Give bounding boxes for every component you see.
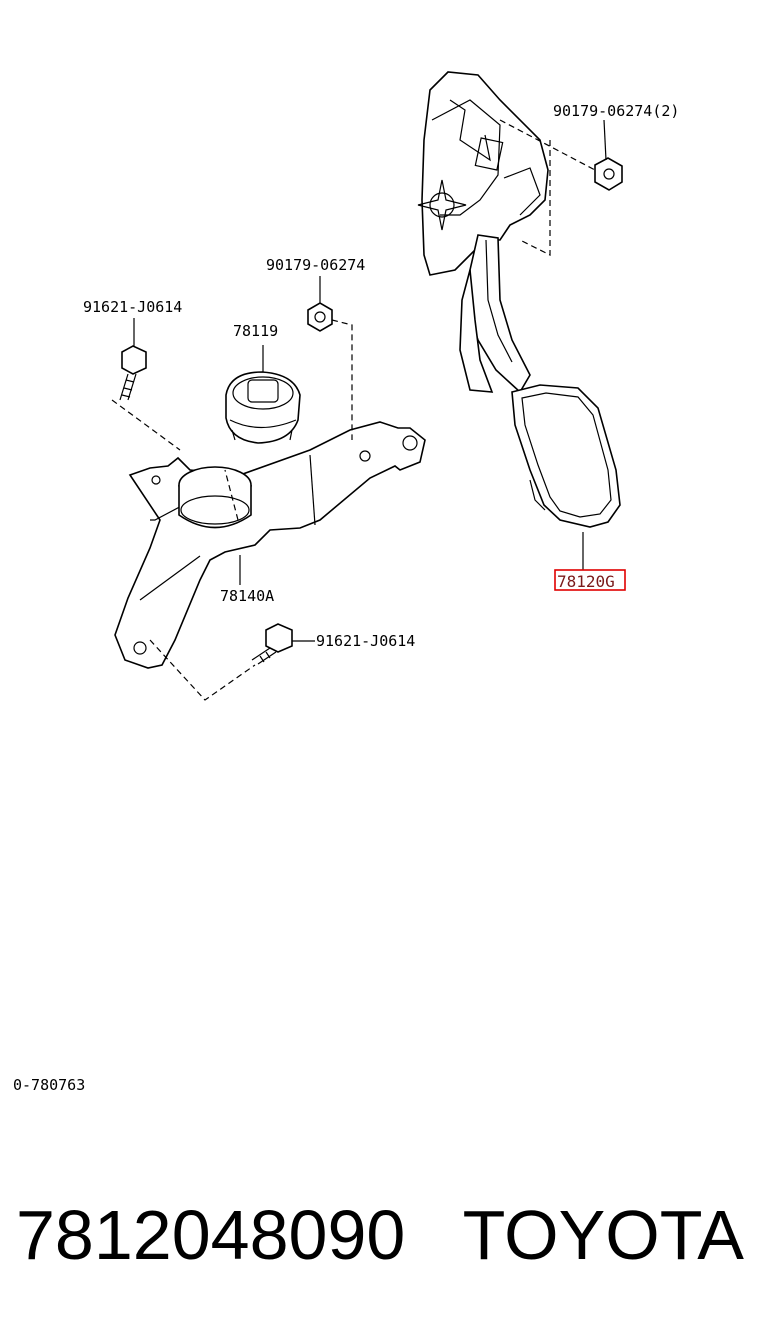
brand-name: TOYOTA [462,1196,744,1274]
bolt-icon [251,623,293,665]
nut-icon [307,302,333,332]
bolt-bottom-label: 91621-J0614 [316,632,415,650]
stopper-label: 78119 [233,322,278,340]
stopper-drawing [225,371,301,444]
nut-left-label: 90179-06274 [266,256,365,274]
footer: 7812048090 TOYOTA [16,1190,744,1280]
bolt-icon [119,345,147,401]
bracket-drawing [114,421,426,669]
bracket-label: 78140A [220,587,274,605]
highlight-box [554,569,626,591]
bolt-top-label: 91621-J0614 [83,298,182,316]
nut-icon [594,157,623,191]
pedal-assembly-drawing [417,71,621,528]
drawing-code-right: 780985 [712,1099,758,1100]
part-number: 7812048090 [16,1196,406,1274]
drawing-code-left: 0-780763 [13,1076,85,1094]
pedal-assembly-diagram: 90179-06274(2) 90179-06274 91621-J0614 7… [13,71,758,1100]
nut-top-label: 90179-06274(2) [553,102,679,120]
pedal-label: 78120G [557,572,615,591]
